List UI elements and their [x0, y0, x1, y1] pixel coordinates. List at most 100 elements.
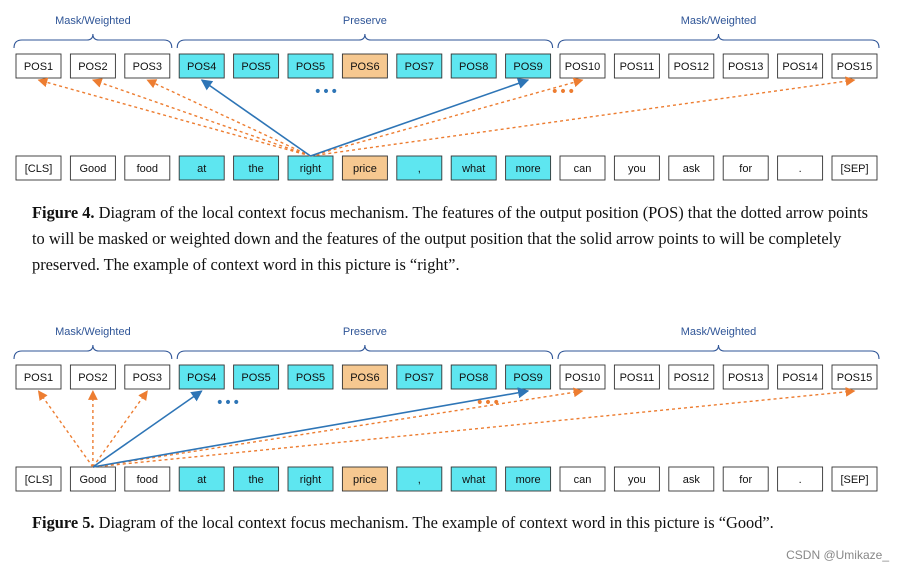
pos-label: POS9: [513, 61, 542, 73]
token-box-11: can: [559, 466, 606, 492]
pos-label: POS6: [350, 372, 379, 384]
pos-label: POS11: [620, 372, 655, 384]
token-box-8: ,: [396, 155, 443, 181]
token-box-7: price: [341, 466, 388, 492]
token-box-12: you: [613, 155, 660, 181]
pos-label: POS7: [405, 61, 434, 73]
brace-group-2: Preserve: [176, 326, 554, 360]
token-box-14: for: [722, 155, 769, 181]
token-box-9: what: [450, 155, 497, 181]
figure-4-caption: Figure 4. Diagram of the local context f…: [32, 200, 882, 278]
brace-group-1: Mask/Weighted: [13, 326, 173, 360]
pos-label: POS3: [133, 372, 162, 384]
brace: [13, 33, 173, 49]
pos-box-9: POS8: [450, 53, 497, 79]
pos-box-9: POS8: [450, 364, 497, 390]
brace: [176, 344, 554, 360]
pos-box-6: POS5: [287, 364, 334, 390]
pos-box-7: POS6: [341, 53, 388, 79]
pos-label: POS13: [728, 372, 763, 384]
pos-label: POS5: [296, 61, 325, 73]
token-box-13: ask: [668, 155, 715, 181]
pos-box-4: POS4: [178, 364, 225, 390]
token-label: [SEP]: [840, 163, 868, 175]
pos-label: POS2: [78, 372, 107, 384]
token-box-15: .: [777, 155, 824, 181]
pos-label: POS6: [350, 61, 379, 73]
token-label: for: [739, 474, 752, 486]
token-label: Good: [79, 474, 106, 486]
token-label: at: [197, 474, 206, 486]
dotted-arrow: [92, 390, 148, 468]
pos-label: POS4: [187, 372, 216, 384]
pos-label: POS8: [459, 372, 488, 384]
brace: [557, 344, 880, 360]
dotted-arrow: [37, 77, 311, 157]
token-box-15: .: [777, 466, 824, 492]
token-label: [CLS]: [25, 163, 53, 175]
pos-box-1: POS1: [15, 53, 62, 79]
pos-box-11: POS10: [559, 53, 606, 79]
solid-arrow: [310, 78, 530, 157]
token-label: can: [574, 474, 592, 486]
pos-label: POS15: [837, 372, 872, 384]
token-label: ask: [683, 163, 701, 175]
pos-box-14: POS13: [722, 364, 769, 390]
token-label: more: [516, 474, 541, 486]
pos-label: POS10: [565, 61, 600, 73]
pos-box-5: POS5: [233, 364, 280, 390]
token-label: price: [353, 474, 377, 486]
token-label: ask: [683, 474, 701, 486]
token-box-10: more: [505, 466, 552, 492]
dotted-arrow: [310, 77, 584, 157]
pos-label: POS3: [133, 61, 162, 73]
dotted-arrow: [310, 76, 856, 157]
pos-label: POS5: [296, 372, 325, 384]
token-box-5: the: [233, 155, 280, 181]
token-box-2: Good: [69, 466, 116, 492]
token-label: you: [628, 163, 646, 175]
pos-box-4: POS4: [178, 53, 225, 79]
pos-label: POS5: [241, 372, 270, 384]
brace-group-2: Preserve: [176, 15, 554, 49]
token-box-16: [SEP]: [831, 155, 878, 181]
figure-5-text: Diagram of the local context focus mecha…: [94, 513, 774, 532]
token-label: Good: [79, 163, 106, 175]
watermark: CSDN @Umikaze_: [786, 548, 889, 562]
pos-label: POS14: [782, 372, 817, 384]
token-box-9: what: [450, 466, 497, 492]
token-label: right: [300, 163, 321, 175]
dotted-arrow: [92, 387, 584, 468]
token-label: for: [739, 163, 752, 175]
pos-label: POS15: [837, 61, 872, 73]
pos-box-6: POS5: [287, 53, 334, 79]
solid-arrow: [200, 79, 311, 157]
pos-label: POS9: [513, 372, 542, 384]
token-label: food: [137, 163, 158, 175]
brace-group-3: Mask/Weighted: [557, 326, 880, 360]
token-box-4: at: [178, 466, 225, 492]
pos-box-2: POS2: [69, 53, 116, 79]
brace-group-1: Mask/Weighted: [13, 15, 173, 49]
token-label: right: [300, 474, 321, 486]
brace: [13, 344, 173, 360]
token-box-7: price: [341, 155, 388, 181]
token-box-4: at: [178, 155, 225, 181]
token-box-14: for: [722, 466, 769, 492]
token-label: the: [248, 474, 263, 486]
token-label: at: [197, 163, 206, 175]
token-label: ,: [418, 163, 421, 175]
pos-box-8: POS7: [396, 364, 443, 390]
token-box-13: ask: [668, 466, 715, 492]
pos-box-7: POS6: [341, 364, 388, 390]
pos-label: POS12: [674, 61, 709, 73]
pos-label: POS13: [728, 61, 763, 73]
token-label: [SEP]: [840, 474, 868, 486]
dotted-arrow: [37, 390, 94, 468]
pos-label: POS1: [24, 372, 53, 384]
dotted-arrow: [92, 387, 856, 468]
token-box-11: can: [559, 155, 606, 181]
pos-box-16: POS15: [831, 364, 878, 390]
pos-box-5: POS5: [233, 53, 280, 79]
